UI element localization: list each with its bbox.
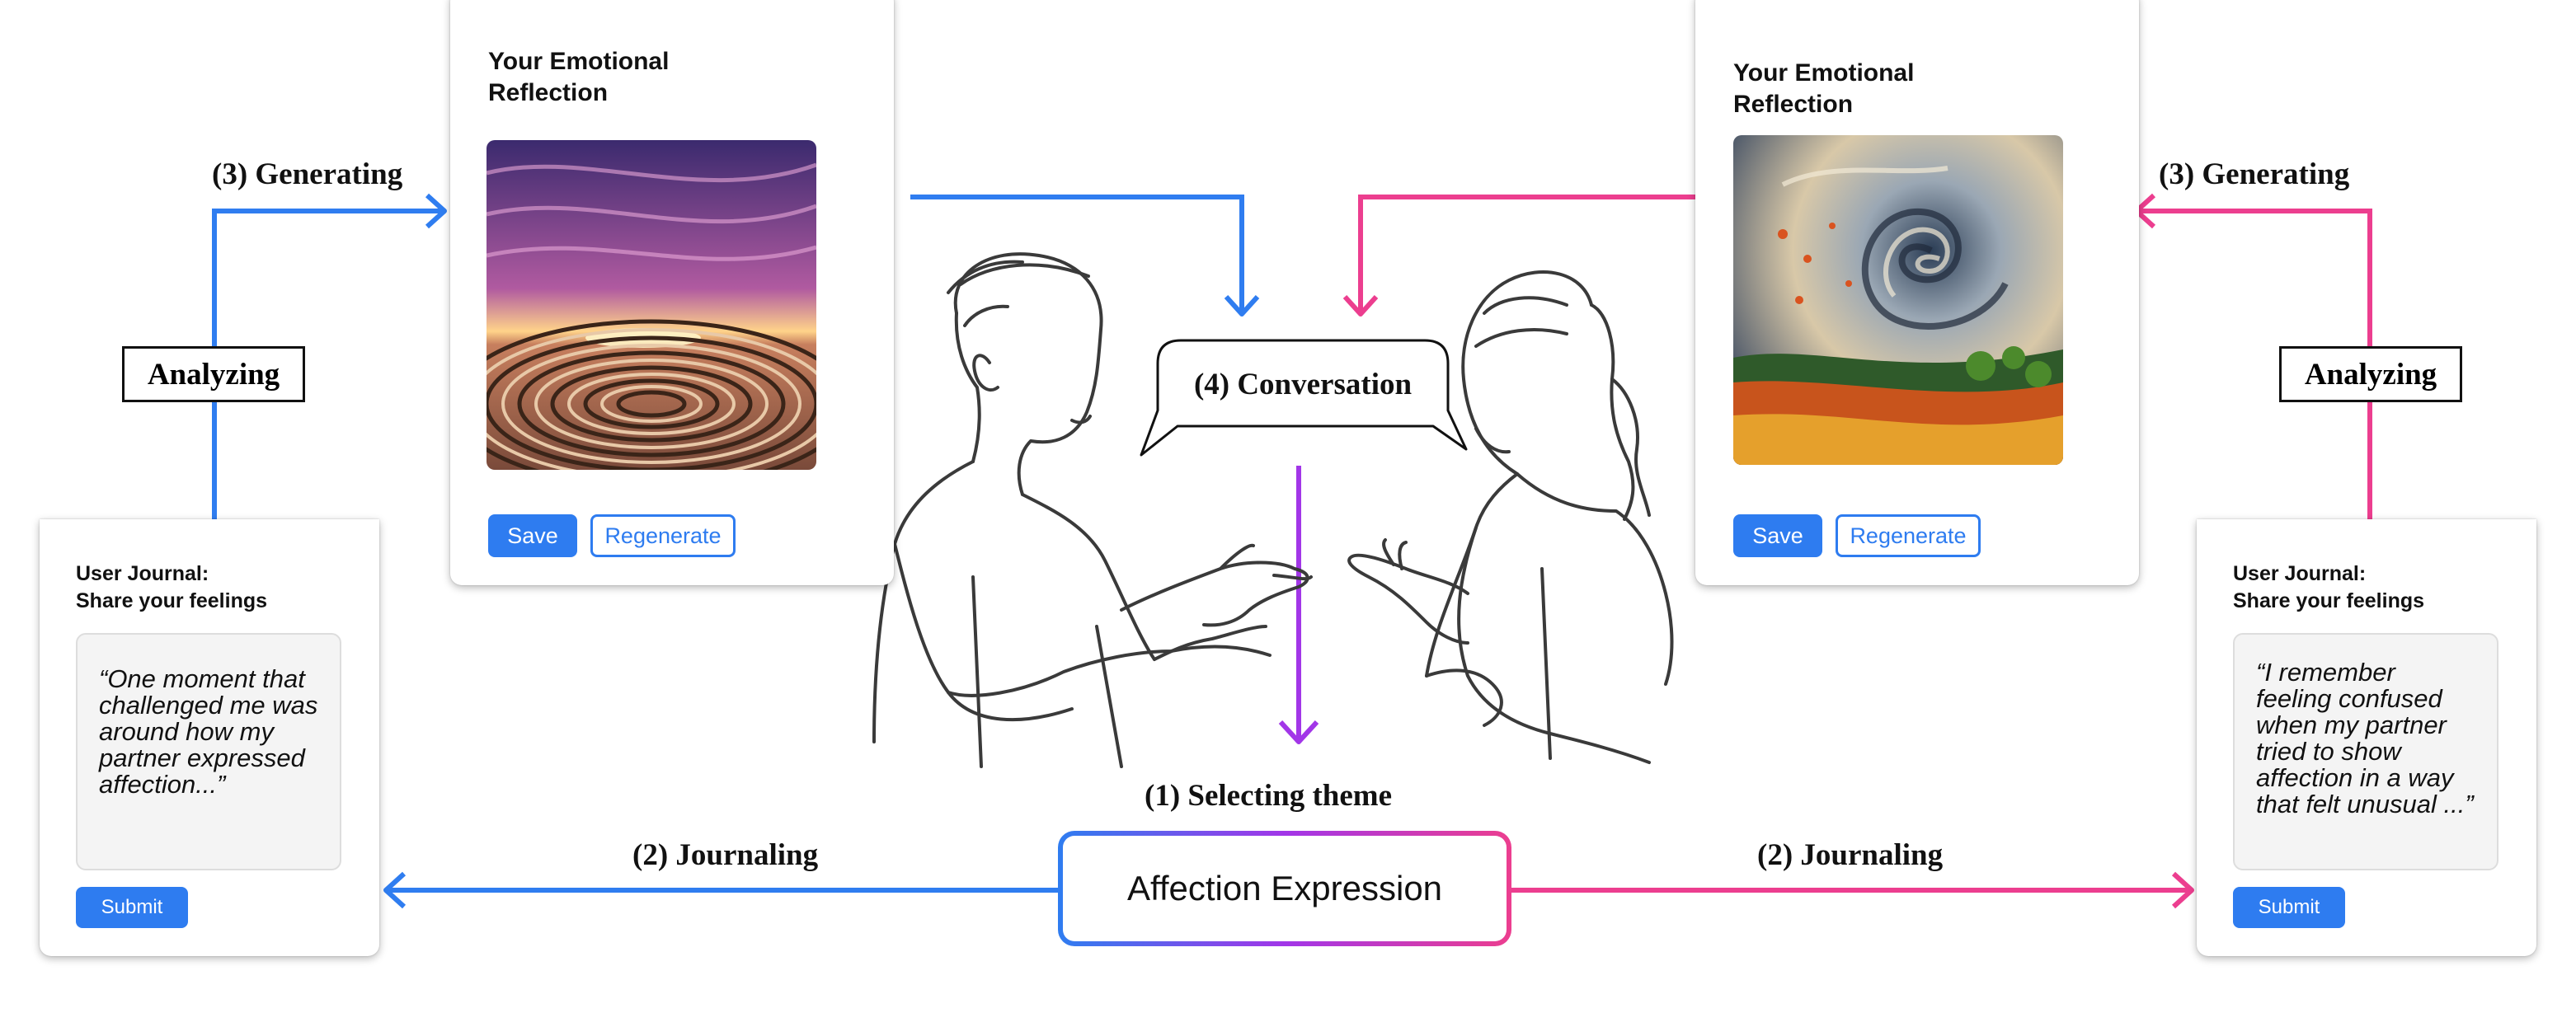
right-generate-arrow xyxy=(2140,209,2372,519)
left-generate-arrow xyxy=(212,209,441,519)
right-reflection-image xyxy=(1733,135,2063,465)
right-regenerate-button[interactable]: Regenerate xyxy=(1836,514,1981,557)
left-journal-entry[interactable]: “One moment that challenged me was aroun… xyxy=(76,633,341,870)
right-reflection-title: Your Emotional Reflection xyxy=(1733,59,1915,118)
right-journal-entry[interactable]: “I remember feeling confused when my par… xyxy=(2233,633,2498,870)
analyzing-box-left: Analyzing xyxy=(122,346,305,402)
left-conversation-arrow xyxy=(910,195,1244,312)
right-save-button[interactable]: Save xyxy=(1733,514,1822,557)
analyzing-label-left: Analyzing xyxy=(147,357,280,392)
conversation-label: (4) Conversation xyxy=(1193,368,1413,401)
selecting-theme-label: (1) Selecting theme xyxy=(1145,779,1393,813)
right-submit-button[interactable]: Submit xyxy=(2233,887,2345,928)
left-journal-card: User Journal: Share your feelings “One m… xyxy=(40,519,379,956)
left-submit-button[interactable]: Submit xyxy=(76,887,188,928)
theme-button[interactable]: Affection Expression xyxy=(1058,831,1511,946)
left-regenerate-button[interactable]: Regenerate xyxy=(590,514,736,557)
right-journal-title: User Journal: Share your feelings xyxy=(2233,562,2425,612)
right-conversation-arrow xyxy=(1358,195,1695,312)
generating-label-right: (3) Generating xyxy=(2159,157,2350,191)
theme-label: Affection Expression xyxy=(1063,836,1507,941)
generating-label-left: (3) Generating xyxy=(212,157,403,191)
journaling-label-left: (2) Journaling xyxy=(632,838,819,872)
left-save-button[interactable]: Save xyxy=(488,514,577,557)
left-journal-title: User Journal: Share your feelings xyxy=(76,562,268,612)
right-journal-card: User Journal: Share your feelings “I rem… xyxy=(2197,519,2536,956)
journaling-label-right: (2) Journaling xyxy=(1757,838,1944,872)
left-reflection-image xyxy=(487,140,816,470)
left-reflection-card: Your Emotional Reflection xyxy=(450,0,894,585)
right-reflection-card: Your Emotional Reflection xyxy=(1695,0,2139,585)
left-reflection-title: Your Emotional Reflection xyxy=(488,48,670,106)
analyzing-box-right: Analyzing xyxy=(2279,346,2462,402)
analyzing-label-right: Analyzing xyxy=(2304,357,2437,392)
